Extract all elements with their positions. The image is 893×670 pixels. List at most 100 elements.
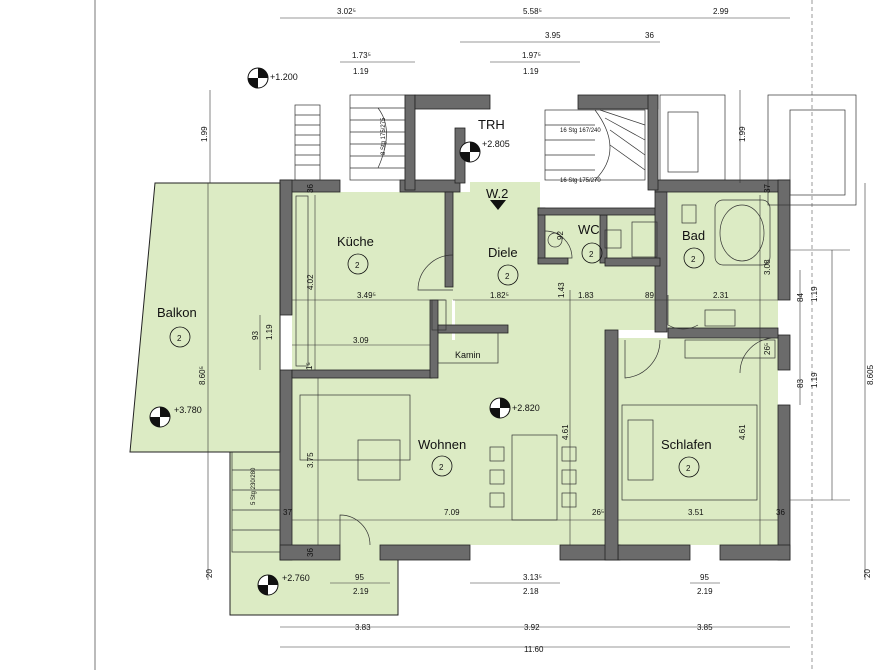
dim-b-218: 2.18 bbox=[523, 587, 539, 596]
wohnen-num: 2 bbox=[439, 463, 444, 472]
chair-d bbox=[561, 446, 577, 462]
dim-wc-92: 92 bbox=[556, 231, 565, 240]
dim-119-left: 1.19 bbox=[265, 324, 274, 340]
diele-name: Diele bbox=[488, 245, 518, 260]
door-schlafen-bad bbox=[739, 337, 776, 374]
wall-wohnen-schlafen bbox=[604, 329, 619, 561]
wall-right-lower bbox=[777, 404, 791, 561]
dim-461-left: 4.61 bbox=[561, 424, 570, 440]
balkon-lower-outline bbox=[229, 452, 399, 616]
stair-left-label: 8 Stg 175/275 bbox=[381, 117, 387, 155]
wall-bottom-right bbox=[617, 544, 691, 561]
dim-total-w: 11.60 bbox=[524, 645, 544, 654]
wall-wc-top bbox=[537, 207, 657, 216]
door-bad bbox=[667, 295, 699, 330]
stair-top-left bbox=[294, 104, 321, 181]
dimension-texts: 3.02⁵ 5.58⁵ 2.99 3.95 36 1.73⁵ 1.97⁵ 1.1… bbox=[198, 7, 875, 654]
kueche-num: 2 bbox=[355, 261, 360, 270]
schlafen-name: Schlafen bbox=[661, 437, 712, 452]
stair-left-outline bbox=[349, 94, 406, 181]
door-wc bbox=[544, 230, 573, 259]
chair-b bbox=[489, 469, 505, 485]
dim-37: 37 bbox=[283, 508, 292, 517]
dim-26: 26⁵ bbox=[592, 508, 604, 517]
dim-balkon-h: 8.60⁵ bbox=[198, 366, 207, 385]
dim-83: 83 bbox=[796, 379, 805, 388]
kamin-label: Kamin bbox=[455, 350, 481, 360]
wall-kamin bbox=[429, 299, 439, 379]
dim-309: 3.09 bbox=[353, 336, 369, 345]
dim-36-top-left: 36 bbox=[306, 184, 315, 193]
stair-top-left-steps bbox=[295, 114, 320, 166]
dim-20-left: 20 bbox=[205, 569, 214, 578]
dim-wohnen-w: 7.09 bbox=[444, 508, 460, 517]
bed-pillow bbox=[627, 419, 654, 481]
bed bbox=[621, 404, 758, 501]
walls bbox=[279, 94, 791, 561]
wall-right-mid bbox=[777, 334, 791, 371]
level-wohnen: +2.820 bbox=[512, 403, 540, 413]
dim-bottom-c: 3.85 bbox=[697, 623, 713, 632]
dim-bottom-b: 3.92 bbox=[524, 623, 540, 632]
dim-top-3a: 1.73⁵ bbox=[352, 51, 371, 60]
diele-num: 2 bbox=[505, 272, 510, 281]
top-right-box-d bbox=[789, 109, 846, 196]
dim-b-95-right: 95 bbox=[700, 573, 709, 582]
wall-right-upper bbox=[777, 179, 791, 301]
top-right-box-b bbox=[667, 111, 699, 173]
wall-kueche-diele bbox=[444, 191, 454, 288]
door-schlafen bbox=[624, 339, 661, 379]
wohnen-name: Wohnen bbox=[418, 437, 466, 452]
dim-461-right: 4.61 bbox=[738, 424, 747, 440]
chair-a bbox=[489, 446, 505, 462]
dim-top-1a: 3.02⁵ bbox=[337, 7, 356, 16]
stair-left-steps bbox=[350, 107, 405, 169]
bad-fill bbox=[668, 192, 778, 330]
dim-143: 1.43 bbox=[557, 282, 566, 298]
wall-stair-left bbox=[404, 94, 416, 191]
coffee-table bbox=[357, 439, 401, 481]
level-marker-trh bbox=[459, 141, 481, 163]
dim-right-199: 1.99 bbox=[738, 126, 747, 142]
wall-left-upper bbox=[279, 179, 293, 316]
kitchen-counter bbox=[295, 195, 309, 367]
wall-diele-kamin bbox=[437, 324, 509, 334]
stair-balkon-steps bbox=[232, 469, 280, 531]
stair-balkon-label: 5 Stg 230/280 bbox=[251, 467, 257, 505]
wc-name: WC bbox=[578, 222, 600, 237]
wall-kueche-bottom bbox=[291, 369, 433, 379]
dim-schlafen-w: 3.51 bbox=[688, 508, 704, 517]
dim-top-1b: 5.58⁵ bbox=[523, 7, 542, 16]
level-balkon: +3.780 bbox=[174, 405, 202, 415]
wall-bottom-mid bbox=[379, 544, 471, 561]
dim-bad-h: 3.08 bbox=[763, 259, 772, 275]
dim-15: 1⁵ bbox=[305, 362, 314, 370]
balkon-name: Balkon bbox=[157, 305, 197, 320]
dim-top-2b: 36 bbox=[645, 31, 654, 40]
stair-right-steps bbox=[545, 109, 646, 181]
dim-37-top-right: 37 bbox=[763, 184, 772, 193]
level-texts: +1.200 +2.805 +2.820 +3.780 +2.760 bbox=[174, 72, 540, 583]
stair-right-label-a: 16 Stg 167/240 bbox=[560, 128, 601, 134]
chair-c bbox=[489, 492, 505, 508]
level-trh: +2.805 bbox=[482, 139, 510, 149]
bad-name: Bad bbox=[682, 228, 705, 243]
w2-arrow bbox=[490, 200, 506, 210]
chair-f bbox=[561, 492, 577, 508]
balkon-fill bbox=[130, 183, 398, 615]
level-top: +1.200 bbox=[270, 72, 298, 82]
room-number-circles bbox=[169, 242, 705, 478]
level-marker-bottom bbox=[257, 574, 279, 596]
top-right-box-a bbox=[659, 94, 726, 181]
dim-36-bottom: 36 bbox=[306, 548, 315, 557]
dim-36-right: 36 bbox=[776, 508, 785, 517]
dim-119-r2: 1.19 bbox=[810, 372, 819, 388]
dim-84: 84 bbox=[796, 293, 805, 302]
dim-b-219-right: 2.19 bbox=[697, 587, 713, 596]
dim-20-right: 20 bbox=[863, 569, 872, 578]
balkon-outline bbox=[129, 182, 281, 453]
balkon-num: 2 bbox=[177, 334, 182, 343]
door-kueche bbox=[417, 254, 454, 291]
bad-toilet bbox=[681, 204, 697, 224]
